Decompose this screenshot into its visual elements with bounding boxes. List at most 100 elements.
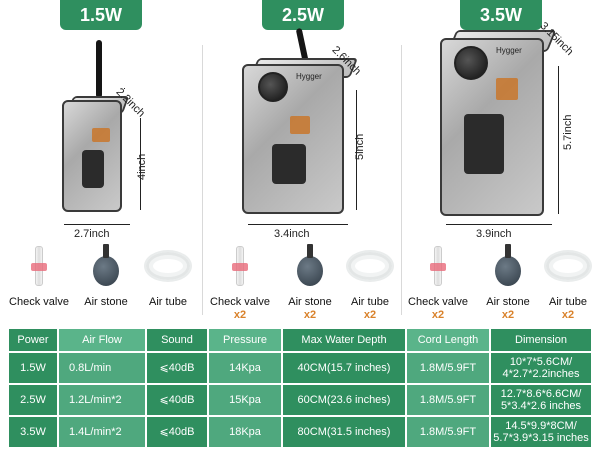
air-stone-qty: x2 (501, 309, 515, 321)
air-stone-icon (495, 244, 521, 286)
air-pump-1-5w (62, 100, 122, 212)
check-valve-icon (430, 246, 446, 286)
cell-cord-length: 1.8M/5.9FT (407, 353, 489, 383)
brand-logo: Hygger (296, 72, 322, 81)
check-valve-icon (31, 246, 47, 286)
accessories-row: Check valve x2 Air stone x2 Air tube x2 (402, 242, 600, 322)
cell-dimension: 10*7*5.6CM/4*2.7*2.2inches (491, 353, 591, 383)
air-tube-icon (348, 252, 392, 280)
height-label: 5inch (354, 133, 366, 160)
accessory-air-tube: Air tube x2 (538, 242, 598, 322)
width-line (446, 224, 552, 225)
brand-logo: Hygger (496, 46, 522, 55)
height-line (356, 90, 357, 210)
cell-pressure: 15Kpa (209, 385, 281, 415)
cell-cord-length: 1.8M/5.9FT (407, 385, 489, 415)
dimension-cm: 12.7*8.6*6.6CM/ (500, 388, 582, 400)
product-panel-3-5w: 3.5W Hygger 3.15inch 5.7inch 3.9inch Che… (402, 0, 600, 322)
check-valve-icon (232, 246, 248, 286)
cell-max-water-depth: 80CM(31.5 inches) (283, 417, 405, 447)
accessory-check-valve: Check valve (4, 242, 74, 322)
pump-motor (464, 114, 504, 174)
air-tube-icon (546, 252, 590, 280)
air-stone-label: Air stone (84, 296, 128, 308)
accessory-air-tube: Air tube (138, 242, 198, 322)
cell-air-flow: 0.8L/min (59, 353, 145, 383)
table-row: 3.5W 1.4L/min*2 ⩽40dB 18Kpa 80CM(31.5 in… (9, 417, 591, 447)
spec-table: Power Air Flow Sound Pressure Max Water … (7, 327, 593, 449)
air-stone-qty: x2 (303, 309, 317, 321)
air-pump-2-5w: Hygger (242, 64, 344, 214)
width-label: 3.4inch (274, 228, 310, 240)
width-line (248, 224, 348, 225)
dimension-inches: 5.7*3.9*3.15 inches (493, 432, 589, 444)
power-badge: 3.5W (460, 0, 542, 30)
air-stone-icon (93, 244, 119, 286)
cell-pressure: 14Kpa (209, 353, 281, 383)
header-air-flow: Air Flow (59, 329, 145, 351)
height-line (558, 66, 559, 214)
accessory-air-tube: Air tube x2 (340, 242, 400, 322)
pump-motor (272, 144, 306, 184)
power-badge: 2.5W (262, 0, 344, 30)
divider (401, 45, 402, 315)
header-pressure: Pressure (209, 329, 281, 351)
header-max-water-depth: Max Water Depth (283, 329, 405, 351)
adjust-knob-icon (258, 72, 288, 102)
check-valve-qty: x2 (431, 309, 445, 321)
accessory-air-stone: Air stone x2 (476, 242, 540, 322)
dimension-inches: 4*2.7*2.2inches (502, 368, 580, 380)
table-row: 1.5W 0.8L/min ⩽40dB 14Kpa 40CM(15.7 inch… (9, 353, 591, 383)
accessory-check-valve: Check valve x2 (402, 242, 474, 322)
accessory-air-stone: Air stone x2 (278, 242, 342, 322)
width-label: 2.7inch (74, 228, 110, 240)
check-valve-label: Check valve (408, 296, 468, 308)
check-valve-label: Check valve (9, 296, 69, 308)
cell-power: 3.5W (9, 417, 57, 447)
dimension-cm: 14.5*9.9*8CM/ (505, 420, 577, 432)
cell-sound: ⩽40dB (147, 353, 207, 383)
dimension-inches: 5*3.4*2.6 inches (500, 400, 582, 412)
cell-sound: ⩽40dB (147, 385, 207, 415)
dimension-cm: 10*7*5.6CM/ (509, 356, 573, 368)
pump-motor (82, 150, 104, 188)
pump-coil (496, 78, 518, 100)
cell-max-water-depth: 40CM(15.7 inches) (283, 353, 405, 383)
width-label: 3.9inch (476, 228, 512, 240)
header-power: Power (9, 329, 57, 351)
cell-air-flow: 1.4L/min*2 (59, 417, 145, 447)
cell-air-flow: 1.2L/min*2 (59, 385, 145, 415)
accessory-check-valve: Check valve x2 (204, 242, 276, 322)
cell-dimension: 12.7*8.6*6.6CM/5*3.4*2.6 inches (491, 385, 591, 415)
header-sound: Sound (147, 329, 207, 351)
cell-pressure: 18Kpa (209, 417, 281, 447)
air-tube-qty: x2 (363, 309, 377, 321)
accessory-air-stone: Air stone (74, 242, 138, 322)
cell-power: 2.5W (9, 385, 57, 415)
accessories-row: Check valve x2 Air stone x2 Air tube x2 (204, 242, 400, 322)
check-valve-qty: x2 (233, 309, 247, 321)
header-cord-length: Cord Length (407, 329, 489, 351)
width-line (64, 224, 130, 225)
adjust-knob-icon (454, 46, 488, 80)
height-label: 4inch (136, 153, 148, 180)
accessories-row: Check valve Air stone Air tube (0, 242, 200, 322)
height-line (140, 118, 141, 210)
cell-power: 1.5W (9, 353, 57, 383)
check-valve-label: Check valve (210, 296, 270, 308)
air-tube-label: Air tube (549, 296, 587, 308)
power-badge: 1.5W (60, 0, 142, 30)
air-tube-qty: x2 (561, 309, 575, 321)
pump-coil (92, 128, 110, 142)
table-header-row: Power Air Flow Sound Pressure Max Water … (9, 329, 591, 351)
air-stone-label: Air stone (288, 296, 332, 308)
power-cord (96, 40, 102, 98)
air-stone-label: Air stone (486, 296, 530, 308)
header-dimension: Dimension (491, 329, 591, 351)
pump-coil (290, 116, 310, 134)
cell-dimension: 14.5*9.9*8CM/5.7*3.9*3.15 inches (491, 417, 591, 447)
air-stone-icon (297, 244, 323, 286)
air-tube-label: Air tube (149, 296, 187, 308)
divider (202, 45, 203, 315)
air-tube-icon (146, 252, 190, 280)
